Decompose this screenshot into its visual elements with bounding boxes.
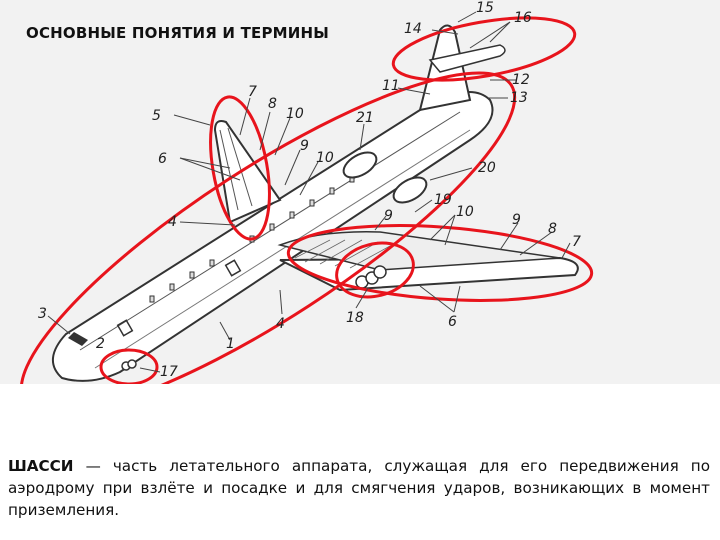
callout-14: 14 [404, 21, 422, 37]
callout-1: 1 [226, 336, 235, 352]
fuselage-line-lower [94, 129, 471, 369]
door [224, 259, 242, 277]
leader-lines [47, 11, 571, 373]
aircraft-drawing: 14 15 16 12 13 11 7 8 10 5 6 9 10 21 20 … [19, 0, 594, 415]
callout-6-lower: 6 [448, 314, 457, 330]
callout-8-tail: 8 [268, 96, 277, 112]
callout-7-tail: 7 [248, 84, 257, 100]
fuselage [52, 91, 494, 382]
callout-5: 5 [152, 108, 161, 124]
definition-dash: — [73, 457, 113, 475]
wing-hatching [294, 239, 391, 269]
callout-15: 15 [476, 0, 494, 16]
callout-8-wing: 8 [548, 221, 557, 237]
window-row [149, 175, 355, 303]
definition-text: ШАССИ — часть летательного аппарата, слу… [8, 455, 710, 521]
highlight-main-gear [335, 241, 415, 299]
callout-7-wing: 7 [572, 234, 581, 250]
definition-term: ШАССИ [8, 457, 74, 475]
callout-11: 11 [382, 78, 400, 94]
highlight-tail [391, 16, 577, 82]
callout-2: 2 [96, 336, 105, 352]
horizontal-stabilizer [428, 44, 506, 73]
callout-9-wing: 9 [512, 212, 521, 228]
door [116, 319, 134, 337]
wing-left [213, 120, 282, 224]
callout-19: 19 [434, 192, 452, 208]
fuselage-line [79, 111, 461, 351]
engine [342, 151, 428, 204]
callout-9-center: 9 [384, 208, 393, 224]
main-landing-gear [355, 265, 387, 289]
highlight-far-wing [209, 95, 271, 241]
callout-10-left: 10 [316, 150, 334, 166]
callout-17: 17 [160, 364, 178, 380]
callout-10-tail: 10 [286, 106, 304, 122]
wing-right-root [277, 231, 561, 271]
callout-6-left: 6 [158, 151, 167, 167]
callout-13: 13 [510, 90, 528, 106]
callout-18: 18 [346, 310, 364, 326]
nose-landing-gear [121, 359, 137, 371]
page-title: ОСНОВНЫЕ ПОНЯТИЯ И ТЕРМИНЫ [26, 24, 330, 42]
callout-4-upper: 4 [168, 214, 177, 230]
callout-16: 16 [514, 10, 532, 26]
callout-3: 3 [38, 306, 47, 322]
callout-9-left: 9 [300, 138, 309, 154]
callout-4-lower: 4 [276, 316, 285, 332]
callout-10-wing: 10 [456, 204, 474, 220]
callout-21: 21 [356, 110, 374, 126]
callout-20: 20 [478, 160, 496, 176]
cockpit [68, 332, 88, 346]
aircraft-diagram: 14 15 16 12 13 11 7 8 10 5 6 9 10 21 20 … [0, 0, 720, 415]
callout-12: 12 [512, 72, 530, 88]
definition-body: часть летательного аппарата, служащая дл… [8, 457, 710, 519]
